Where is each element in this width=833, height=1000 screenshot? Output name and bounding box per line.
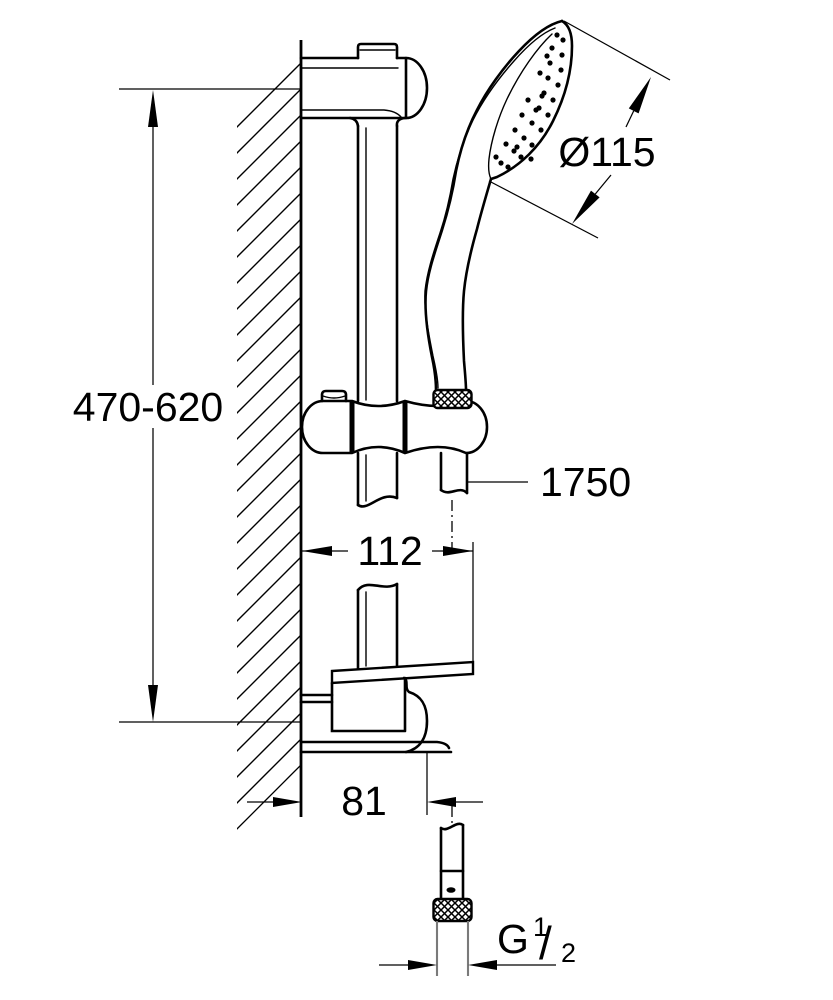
hand-shower-handle-right — [461, 177, 493, 392]
rail-break-line-upper — [356, 495, 399, 508]
thread-label-denominator: 2 — [561, 938, 576, 968]
hand-shower — [424, 19, 574, 410]
arrow-left-outside — [273, 797, 302, 807]
bottom-wall-bracket — [299, 660, 475, 754]
dim-holder-offset: 112 — [302, 528, 474, 661]
dim-bracket-depth: 81 — [247, 752, 483, 824]
arrow-upper — [628, 77, 651, 114]
arrow-left — [302, 546, 332, 556]
dim-thread-size: G 1 / 2 — [379, 912, 576, 970]
shower-rail — [356, 124, 399, 672]
arrow-lower — [572, 190, 600, 224]
wall-hatch — [237, 40, 301, 830]
rail-height-label: 470-620 — [73, 384, 223, 430]
valve-lower-section — [439, 869, 465, 901]
wall-section — [237, 40, 303, 830]
rail-segment-middle — [356, 451, 399, 507]
hose-break-line — [439, 488, 469, 495]
slider-knob-rim — [322, 395, 346, 399]
extension-line-face-bottom — [488, 180, 599, 239]
dim-hose-length: 1750 — [467, 459, 631, 505]
slider-knob — [320, 389, 348, 403]
dim-line-lower-seg — [594, 174, 612, 195]
rail-segment-upper — [356, 124, 399, 403]
thread-label-g: G — [497, 916, 529, 962]
valve-slot-mark — [446, 887, 456, 893]
arrow-up — [148, 90, 158, 127]
bracket-arm-outline — [299, 56, 408, 120]
spray-face-rim — [487, 33, 553, 180]
hose-connector — [432, 822, 473, 976]
bracket-depth-label: 81 — [341, 778, 387, 824]
arrow-right-outside — [427, 797, 456, 807]
arrow-right — [443, 546, 473, 556]
extension-line-apex — [563, 20, 671, 81]
rail-break-line-lower — [356, 582, 399, 592]
spray-nozzle-dots — [493, 32, 566, 170]
handle-knurled-nut — [432, 388, 473, 410]
bracket-body — [330, 676, 407, 733]
shower-hose — [439, 451, 469, 823]
hose-outlet-tube — [435, 921, 470, 976]
bracket-arm-highlight-bottom — [300, 109, 402, 118]
thread-arrow-right — [468, 960, 497, 970]
hand-shower-back-outline — [424, 19, 564, 392]
dim-head-diameter: Ø115 — [488, 20, 671, 239]
thread-arrow-left — [408, 960, 437, 970]
thread-label-slash: / — [539, 917, 552, 969]
bracket-knob — [356, 42, 399, 60]
thread-label-numerator: 1 — [533, 912, 548, 942]
bracket-shelf-plate — [330, 660, 475, 685]
holder-offset-label: 112 — [357, 528, 422, 574]
rail-segment-lower — [356, 582, 399, 672]
top-wall-bracket — [299, 42, 429, 128]
hand-shower-face-outline — [489, 19, 574, 181]
bracket-end-cap — [404, 56, 429, 120]
arrow-down — [148, 685, 158, 722]
hose-length-label: 1750 — [540, 459, 631, 505]
bracket-wall-tab — [299, 693, 334, 704]
valve-break-line — [439, 822, 465, 831]
hose-upper-tube — [439, 451, 469, 495]
connector-knurled-nut — [432, 897, 473, 923]
hand-shower-highlight — [424, 27, 556, 389]
bracket-lower-tube — [299, 740, 453, 754]
dim-rail-height: 470-620 — [73, 88, 301, 723]
head-diameter-label: Ø115 — [558, 129, 655, 175]
dim-line-upper-seg — [625, 110, 635, 128]
valve-upper-tube — [439, 823, 465, 873]
